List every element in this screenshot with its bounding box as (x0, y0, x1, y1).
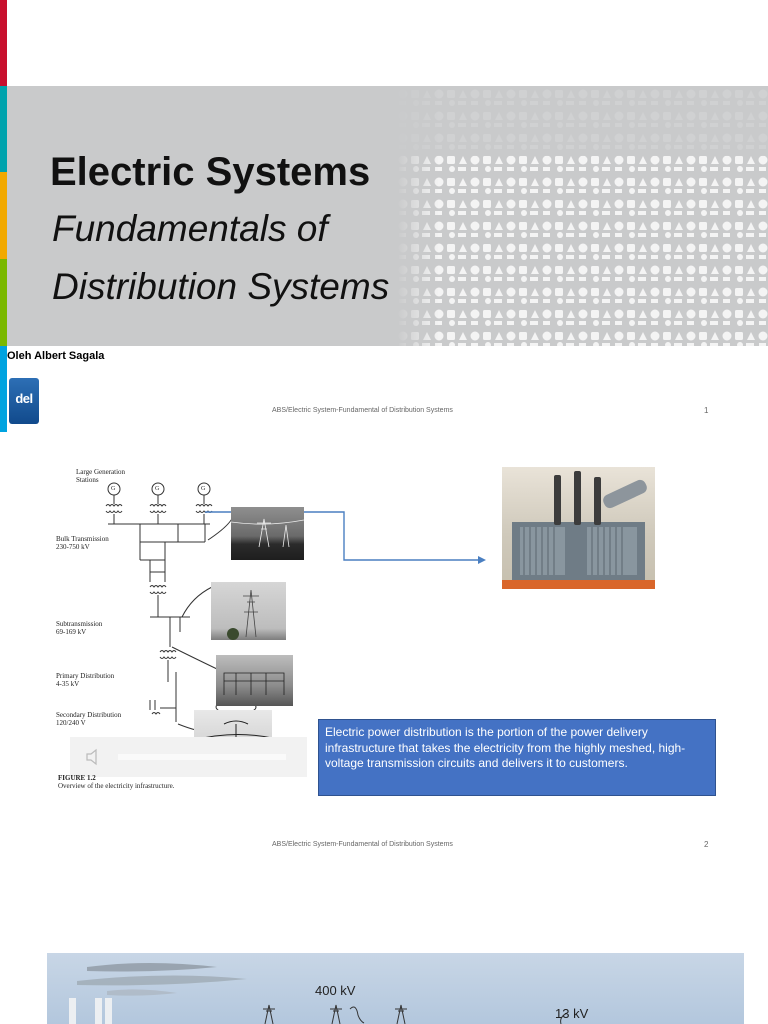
definition-textbox: Electric power distribution is the porti… (318, 719, 716, 796)
photo-transmission-towers (231, 507, 304, 560)
label-subtransmission: Subtransmission (56, 620, 103, 628)
label-400kv: 400 kV (315, 983, 356, 998)
label-sub-kv: 69-169 kV (56, 628, 87, 636)
label-primary-kv: 4-35 kV (56, 680, 80, 688)
slide-subtitle-line2: Distribution Systems (52, 266, 390, 307)
accent-bar-red (0, 0, 7, 86)
logo-text: del (15, 391, 33, 406)
audio-progress-track[interactable] (118, 754, 286, 760)
label-stations: Stations (76, 476, 99, 484)
label-bulk-transmission: Bulk Transmission (56, 535, 109, 543)
photo-power-transformer (502, 467, 655, 589)
accent-bar-yellow (0, 172, 7, 259)
title-banner (7, 86, 768, 346)
label-13kv: 13 kV (555, 1006, 589, 1021)
accent-bar-green (0, 259, 7, 346)
icon-pattern-background (397, 86, 768, 346)
figure-label: FIGURE 1.2 (58, 774, 96, 782)
title-slide: Electric Systems Fundamentals of Distrib… (0, 0, 768, 432)
power-grid-slide: 400 kV 13 kV (0, 864, 768, 1024)
generator-label-2: G (155, 486, 160, 492)
author-name: Oleh Albert Sagala (7, 350, 105, 362)
speaker-icon[interactable] (84, 747, 104, 767)
slide-title: Electric Systems (50, 150, 371, 194)
infrastructure-slide: Large Generation Stations G G G Bulk Tra… (0, 432, 768, 864)
photo-subtransmission-tower (211, 582, 286, 640)
photo-primary-substation (216, 655, 293, 706)
label-secondary-v: 120/240 V (56, 719, 86, 727)
figure-caption-text: Overview of the electricity infrastructu… (58, 782, 175, 790)
grid-illustration (47, 953, 744, 1024)
grid-illustration-drawing (69, 963, 568, 1024)
figure-caption: FIGURE 1.2 Overview of the electricity i… (58, 774, 174, 790)
slide-footer: ABS/Electric System-Fundamental of Distr… (272, 841, 453, 848)
label-primary-distribution: Primary Distribution (56, 672, 115, 680)
slide-subtitle-line1: Fundamentals of (52, 208, 328, 249)
audio-player[interactable] (70, 737, 307, 777)
slide-footer: ABS/Electric System-Fundamental of Distr… (272, 407, 453, 414)
label-large-generation: Large Generation (76, 468, 126, 476)
generator-label-3: G (201, 486, 206, 492)
accent-bar-blue (0, 346, 7, 432)
label-secondary-distribution: Secondary Distribution (56, 711, 122, 719)
institution-logo: del (9, 378, 39, 424)
label-bulk-kv: 230-750 kV (56, 543, 90, 551)
accent-bar-teal (0, 86, 7, 172)
page-number: 1 (704, 406, 709, 415)
page-number: 2 (704, 840, 709, 849)
generator-label-1: G (111, 486, 116, 492)
